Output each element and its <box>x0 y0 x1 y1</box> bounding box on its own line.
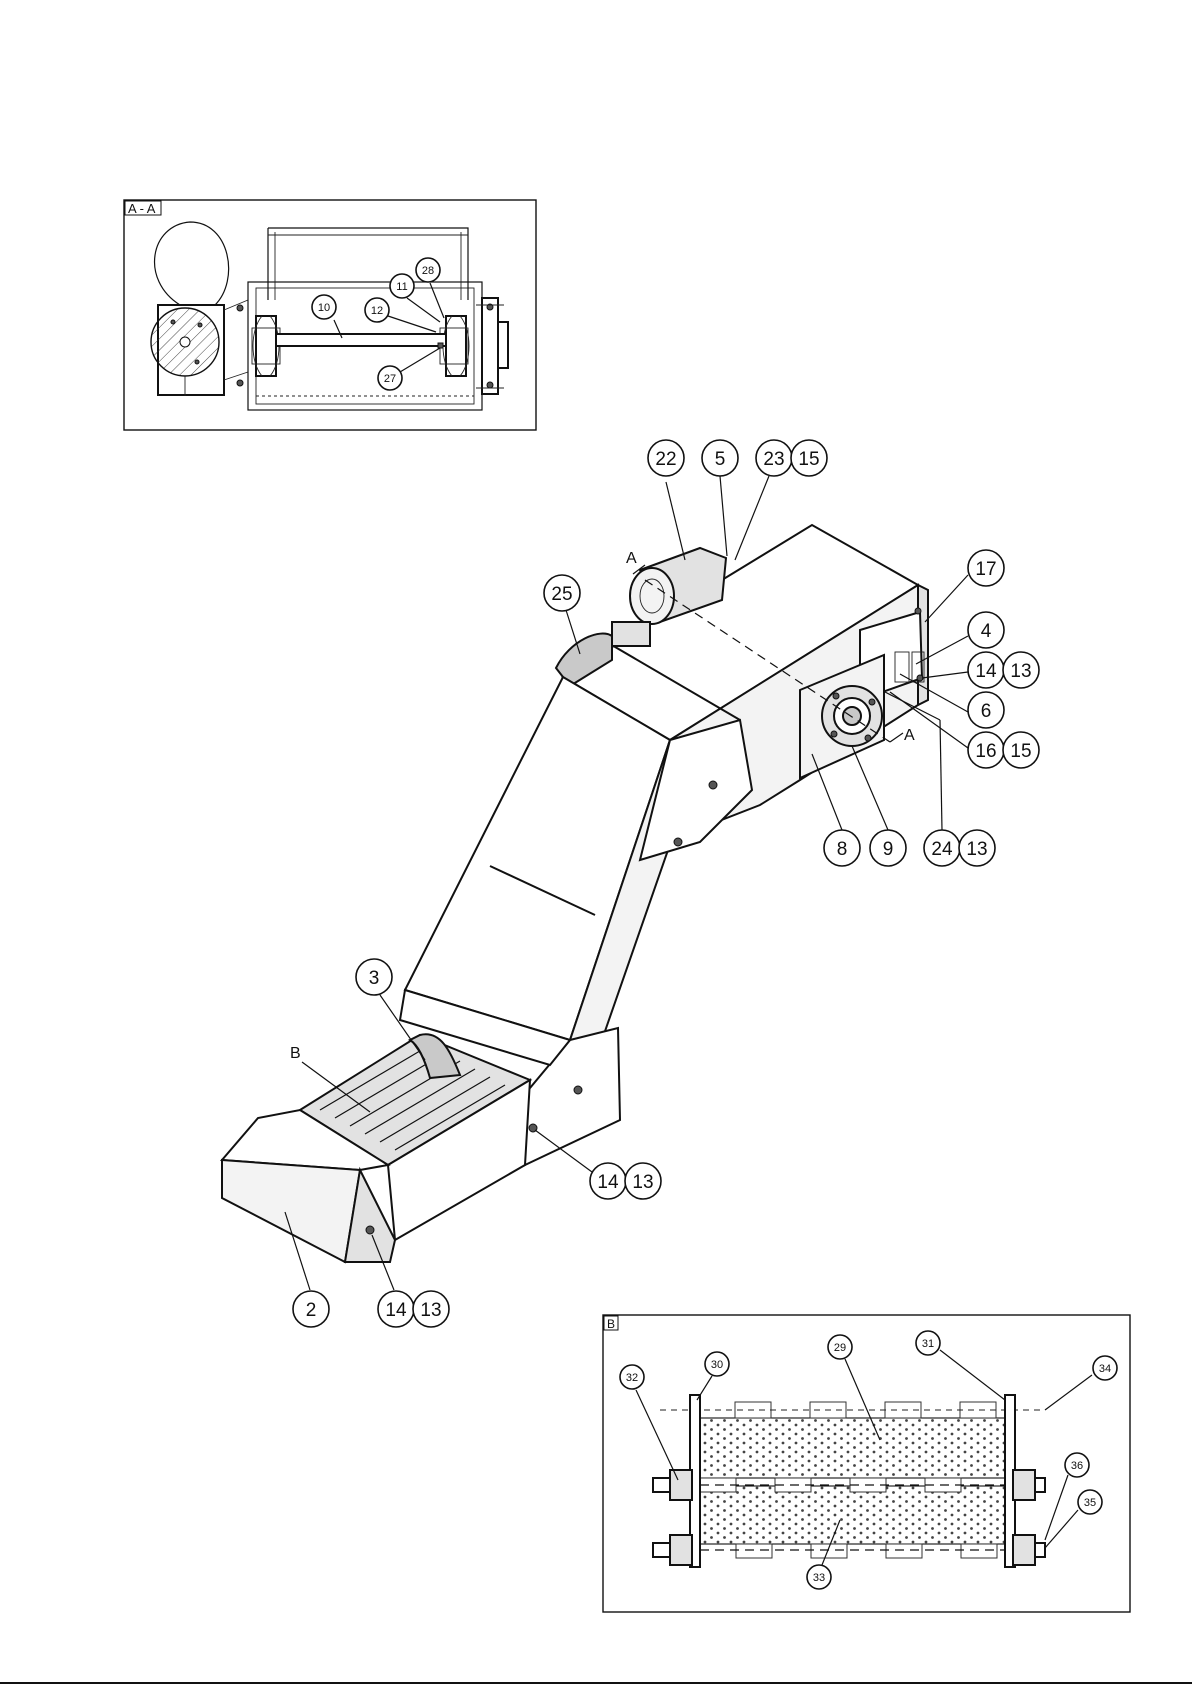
main-isometric-view: A A B 22 5 23 15 25 <box>222 440 1039 1327</box>
right-bearing <box>482 298 498 394</box>
svg-text:14: 14 <box>385 1300 407 1321</box>
drive-motor-end <box>630 568 674 624</box>
svg-text:12: 12 <box>371 305 383 317</box>
roller-right-lower <box>1013 1535 1035 1565</box>
svg-text:31: 31 <box>922 1338 934 1350</box>
svg-text:32: 32 <box>626 1372 638 1384</box>
svg-text:13: 13 <box>966 839 987 860</box>
roller-left-upper <box>670 1470 692 1500</box>
svg-text:B: B <box>290 1045 301 1062</box>
svg-text:2: 2 <box>306 1300 317 1321</box>
motor-mount <box>612 622 650 646</box>
svg-text:10: 10 <box>318 302 330 314</box>
right-sprocket <box>446 316 466 376</box>
section-view-a-a: A - A <box>124 200 536 430</box>
tray-front-face <box>222 1160 360 1262</box>
callout-5: 5 <box>702 440 738 556</box>
svg-text:33: 33 <box>813 1572 825 1584</box>
callout-17: 17 <box>925 550 1004 622</box>
svg-text:4: 4 <box>981 621 992 642</box>
svg-text:34: 34 <box>1099 1363 1111 1375</box>
svg-text:25: 25 <box>551 584 572 605</box>
svg-text:24: 24 <box>931 839 953 860</box>
svg-text:3: 3 <box>369 968 380 989</box>
svg-text:8: 8 <box>837 839 848 860</box>
svg-text:17: 17 <box>975 559 996 580</box>
svg-text:14: 14 <box>597 1172 619 1193</box>
svg-text:16: 16 <box>975 741 996 762</box>
svg-text:13: 13 <box>632 1172 653 1193</box>
svg-text:14: 14 <box>975 661 997 682</box>
callout-25: 25 <box>544 575 580 654</box>
svg-text:11: 11 <box>396 281 407 293</box>
svg-text:22: 22 <box>655 449 676 470</box>
svg-text:5: 5 <box>715 449 726 470</box>
section-marker-top: A <box>626 550 637 567</box>
perforated-plate-lower <box>700 1486 1005 1544</box>
section-view-label: A - A <box>128 201 156 216</box>
roller-left-lower <box>670 1535 692 1565</box>
drive-shaft <box>276 334 446 346</box>
svg-text:28: 28 <box>422 265 434 277</box>
svg-text:36: 36 <box>1071 1460 1083 1472</box>
detail-view-label: B <box>607 1317 615 1331</box>
svg-text:13: 13 <box>420 1300 441 1321</box>
callout-22: 22 <box>648 440 685 560</box>
svg-text:27: 27 <box>384 373 396 385</box>
svg-text:23: 23 <box>763 449 784 470</box>
roller-right-upper <box>1013 1470 1035 1500</box>
svg-text:15: 15 <box>1010 741 1031 762</box>
svg-text:35: 35 <box>1084 1497 1096 1509</box>
svg-text:30: 30 <box>711 1359 723 1371</box>
callout-14-13-drive: 14 13 <box>922 652 1039 688</box>
detail-view-b: B <box>603 1315 1130 1612</box>
perforated-plate-upper <box>700 1418 1005 1478</box>
svg-text:6: 6 <box>981 701 992 722</box>
section-marker-bottom: A <box>904 727 915 744</box>
svg-text:13: 13 <box>1010 661 1031 682</box>
svg-text:9: 9 <box>883 839 894 860</box>
svg-text:15: 15 <box>798 449 819 470</box>
svg-text:29: 29 <box>834 1342 846 1354</box>
callout-8: 8 <box>812 754 860 866</box>
left-sprocket <box>256 316 276 376</box>
